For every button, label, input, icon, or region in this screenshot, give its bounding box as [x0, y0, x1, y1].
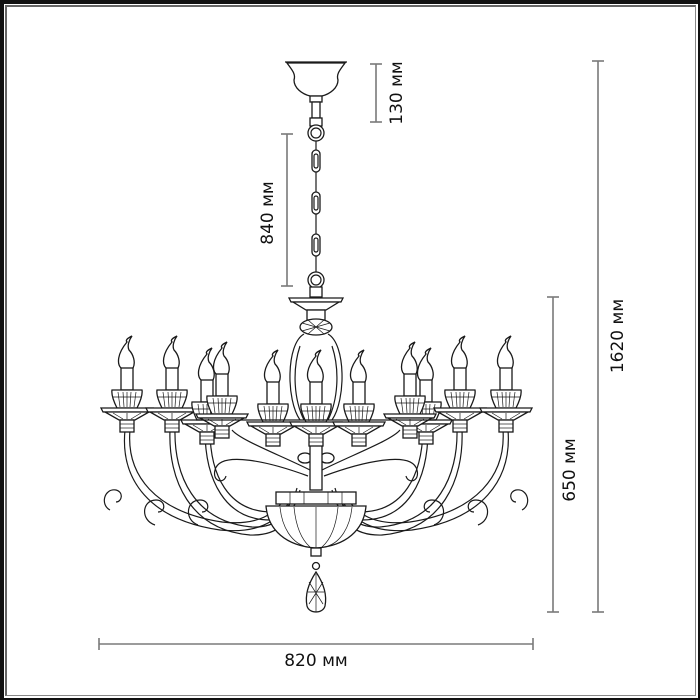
body-height-label: 650 мм	[560, 438, 580, 502]
dimension-chain-length: 840 мм	[258, 133, 293, 287]
dimension-body-height: 650 мм	[547, 296, 580, 613]
total-height-label: 1620 мм	[608, 299, 628, 373]
chain	[307, 141, 325, 298]
chain-length-label: 840 мм	[258, 181, 278, 245]
chandelier	[100, 61, 533, 613]
diameter-label: 820 мм	[284, 651, 348, 671]
ceiling-canopy	[285, 61, 347, 142]
canopy-height-label: 130 мм	[387, 61, 407, 125]
central-bowl	[265, 491, 367, 613]
dimension-canopy-height: 130 мм	[370, 61, 407, 125]
dimension-diameter: 820 мм	[98, 638, 534, 671]
dimension-total-height: 1620 мм	[592, 60, 628, 613]
